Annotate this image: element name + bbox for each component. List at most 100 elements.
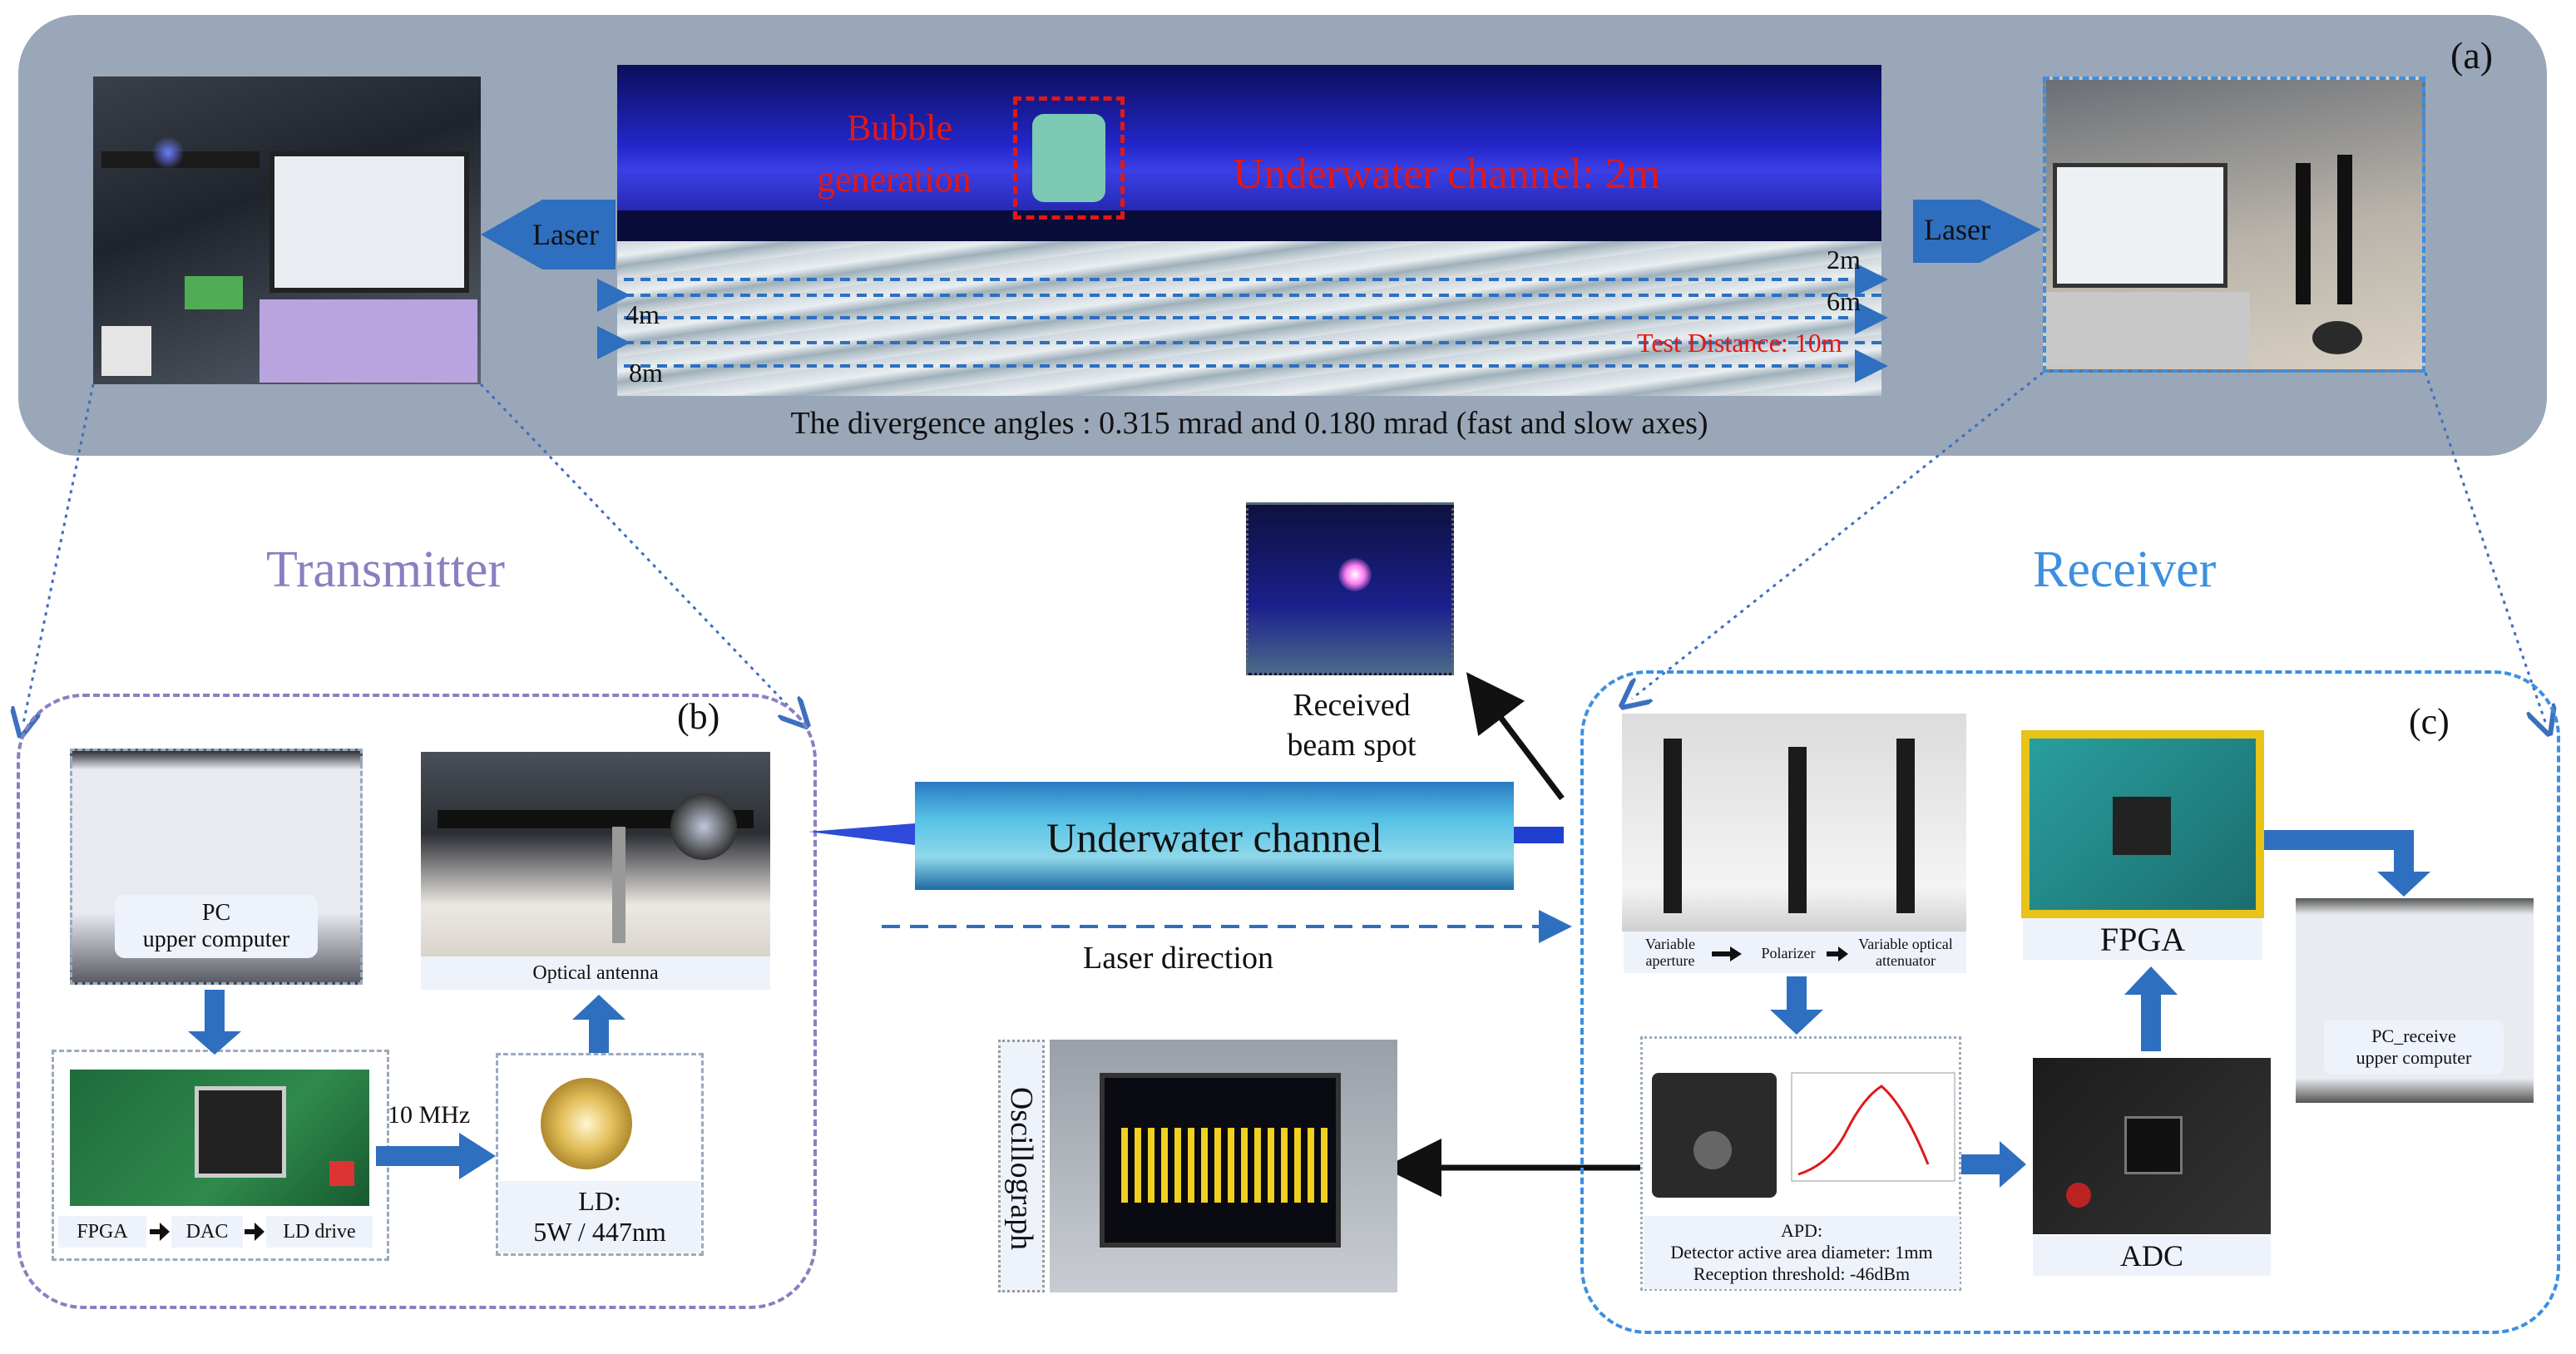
connector-rx-right [2424, 372, 2545, 722]
tx-board-photo [70, 1070, 369, 1206]
bubble-device [1032, 114, 1105, 202]
fpga-box: FPGA [58, 1216, 146, 1248]
laser-right-label: Laser [1924, 213, 1990, 246]
arrow-pc-to-board [188, 990, 241, 1055]
apd-response-curve [1797, 1085, 1930, 1176]
laser-direction-label: Laser direction [1083, 941, 1273, 976]
scope-screen [1100, 1073, 1341, 1248]
underwater-tank-photo [617, 65, 1881, 241]
arrow-board-to-ld [376, 1133, 496, 1179]
polarizer-label: Polarizer [1761, 944, 1816, 961]
laptop-screen [269, 151, 469, 293]
optical-mount-2 [2337, 155, 2352, 304]
green-device [185, 276, 243, 309]
divergence-caption: The divergence angles : 0.315 mrad and 0… [790, 406, 1708, 441]
underwater-channel-tube [915, 782, 1514, 890]
apd-label: APD: Detector active area diameter: 1mm … [1644, 1216, 1960, 1289]
adc-photo [2033, 1058, 2271, 1234]
laser-left-label: Laser [532, 218, 599, 251]
optic-post-3 [1896, 739, 1915, 913]
apd-line2: Detector active area diameter: 1mm [1670, 1242, 1933, 1263]
adc-chip [2124, 1116, 2183, 1174]
arrow-optics-to-apd [1770, 976, 1823, 1035]
board-chip [195, 1086, 286, 1178]
arrow-ld-to-antenna [572, 995, 625, 1053]
receiver-laptop-keyboard [2046, 292, 2250, 367]
dac-box: DAC [171, 1216, 243, 1248]
transmitter-title: Transmitter [266, 541, 506, 598]
arrow-fpga-dac [150, 1223, 170, 1241]
board-connector [329, 1161, 354, 1186]
apd-detector [1652, 1073, 1777, 1198]
optical-antenna-label: Optical antenna [421, 956, 770, 990]
panel-c-frame [1580, 670, 2560, 1334]
receiver-title: Receiver [2033, 541, 2217, 598]
pc-receive-label: PC_receive upper computer [2324, 1020, 2504, 1075]
arrow-apd-to-adc [1961, 1141, 2026, 1188]
variable-aperture-label: Variable aperture [1629, 933, 1712, 971]
panel-c-label: (c) [2409, 701, 2450, 742]
channel-label: Underwater channel: 2m [1233, 151, 1661, 198]
blue-laser-glow [151, 136, 185, 170]
apd-line1: APD: [1780, 1220, 1823, 1241]
var-aperture-line2: aperture [1645, 952, 1695, 969]
laser-arrow-left [481, 200, 616, 269]
bubble-generator [1013, 96, 1125, 220]
distance-6m: 6m [1827, 286, 1861, 316]
rx-fpga-chip [2113, 797, 2171, 855]
rx-fpga-border [2021, 730, 2264, 918]
receiver-optics-photo [1622, 714, 1966, 931]
distance-4m: 4m [625, 299, 660, 329]
distance-8m: 8m [629, 358, 663, 388]
frequency-label: 10 MHz [388, 1101, 471, 1129]
optic-post-1 [1664, 739, 1682, 913]
distance-2m: 2m [1827, 245, 1861, 274]
white-device [101, 326, 151, 376]
optics-label-bar [1624, 931, 1966, 973]
adc-label: ADC [2033, 1236, 2271, 1276]
arrow-to-beam-spot [1466, 672, 1565, 801]
ld-label: LD: 5W / 447nm [499, 1181, 700, 1253]
receiver-laptop-screen [2053, 163, 2227, 288]
optical-antenna-photo [421, 752, 770, 956]
oscillograph-label-box [998, 1040, 1045, 1292]
connector-tx-right [479, 383, 799, 717]
apd-aperture [1693, 1131, 1732, 1169]
received-label-line2: beam spot [1287, 728, 1417, 763]
antenna-lens [670, 793, 737, 860]
apd-line3: Reception threshold: -46dBm [1693, 1263, 1911, 1284]
test-distance-label: Test Distance: 10m [1637, 328, 1842, 358]
attenuator-line2: attenuator [1876, 952, 1936, 969]
pc-receive-line2: upper computer [2356, 1047, 2472, 1068]
panel-a-label: (a) [2450, 34, 2494, 77]
received-beam-spot-photo [1246, 502, 1454, 675]
ld-label-line1: LD: [578, 1186, 621, 1216]
optical-mount-1 [2296, 163, 2311, 304]
laser-arrow-right [1913, 200, 2041, 263]
beam-spot [1338, 558, 1372, 591]
rx-fpga-label: FPGA [2023, 918, 2262, 960]
laptop-keyboard [260, 299, 477, 383]
arrow-polarizer-attenuator [1827, 946, 1848, 961]
transmitter-setup-photo [93, 77, 481, 384]
ld-label-line2: 5W / 447nm [533, 1217, 666, 1247]
received-label-line1: Received [1293, 688, 1411, 723]
antenna-post [612, 827, 625, 943]
underwater-channel-label: Underwater channel [1046, 814, 1382, 861]
scope-trace [1121, 1128, 1329, 1203]
ld-laser-diode [541, 1078, 632, 1169]
beam-cone-left [808, 823, 915, 845]
oscilloscope-photo [1050, 1040, 1397, 1292]
receiver-setup-photo [2043, 77, 2425, 373]
panel-b-label: (b) [677, 696, 720, 737]
pc-label-line1: PC [201, 900, 231, 926]
mouse [2312, 321, 2362, 354]
tank-wall [617, 210, 1881, 241]
attenuator-label: Variable optical attenuator [1845, 933, 1966, 971]
